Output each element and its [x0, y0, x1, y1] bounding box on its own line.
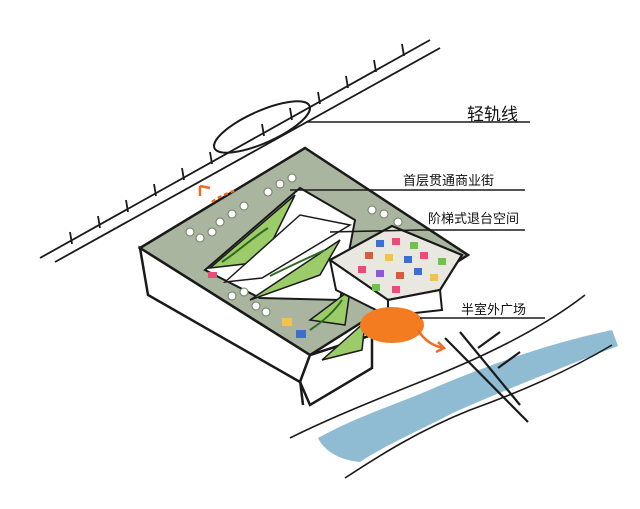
stepped-terrace-label: 阶梯式退台空间 — [428, 212, 520, 227]
sunken-plaza-label: 半室外广场 — [461, 303, 527, 318]
light-rail-label: 轻轨线 — [467, 105, 518, 125]
building — [137, 146, 471, 407]
rooftop-tiles — [358, 238, 446, 293]
sunken-plaza — [360, 307, 424, 343]
trees — [185, 173, 403, 317]
bridge — [444, 331, 529, 423]
flow-arrows — [198, 184, 447, 354]
light-rail-line — [39, 39, 441, 263]
leader-lines — [290, 121, 545, 319]
river — [289, 294, 618, 479]
ground-floor-street-label: 首层贯通商业街 — [403, 174, 495, 189]
